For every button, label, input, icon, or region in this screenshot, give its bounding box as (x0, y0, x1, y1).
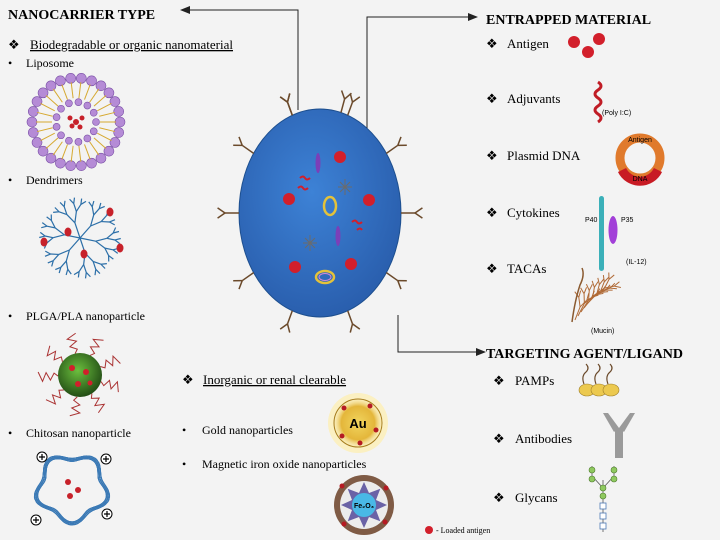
diamond-bullet: ❖ (486, 261, 498, 276)
bullet: • (182, 423, 186, 437)
antigen-icon (568, 33, 605, 58)
chitosan-nanoparticle-icon (30, 451, 113, 526)
bullet: • (8, 173, 12, 187)
plasmid-antigen-label: Antigen (628, 137, 652, 144)
diamond-bullet: ❖ (493, 373, 505, 388)
diamond-bullet: ❖ (486, 36, 498, 51)
plasmid-dna-icon: Antigen DNA (615, 133, 665, 186)
taca-note: (Mucin) (591, 328, 614, 335)
glycans-label: Glycans (515, 490, 558, 505)
entrapped-heading: ENTRAPPED MATERIAL (486, 13, 651, 28)
glycan-icon (588, 466, 618, 532)
adjuvant-rna-icon (593, 80, 603, 124)
inorganic-heading: Inorganic or renal clearable (203, 372, 346, 387)
antigen-label: Antigen (507, 36, 549, 51)
diamond-bullet: ❖ (486, 148, 498, 163)
plasmid-dna-tag: DNA (633, 176, 648, 183)
dendrimers-label: Dendrimers (26, 173, 83, 187)
bullet: • (182, 457, 186, 471)
cytokine-note: (IL-12) (626, 259, 647, 266)
diamond-bullet: ❖ (182, 372, 194, 387)
diamond-bullet: ❖ (8, 37, 20, 52)
arrow-heads (180, 6, 486, 356)
iron-oxide-nanoparticle-icon: Fe₂O₃ (334, 475, 394, 535)
bullet: • (8, 56, 12, 70)
plasmid-dna-label: Plasmid DNA (507, 148, 581, 163)
adjuvant-note: (Poly I:C) (602, 110, 631, 117)
pamps-label: PAMPs (515, 373, 554, 388)
bullet: • (8, 426, 12, 440)
diamond-bullet: ❖ (486, 205, 498, 220)
chitosan-label: Chitosan nanoparticle (26, 426, 131, 440)
antibody-icon (603, 413, 635, 458)
cytokine-p40: P40 (585, 217, 598, 224)
liposome-icon (26, 73, 126, 171)
liposome-label: Liposome (26, 56, 74, 70)
targeting-heading: TARGETING AGENT/LIGAND (486, 347, 683, 362)
iron-oxide-symbol: Fe₂O₃ (354, 503, 374, 510)
plga-label: PLGA/PLA nanoparticle (26, 309, 145, 323)
gold-label: Gold nanoparticles (202, 423, 293, 437)
gold-symbol: Au (349, 416, 366, 431)
antibodies-label: Antibodies (515, 431, 572, 446)
cytokines-label: Cytokines (507, 205, 560, 220)
legend-loaded-antigen: - Loaded antigen (425, 526, 490, 535)
diamond-bullet: ❖ (486, 91, 498, 106)
diamond-bullet: ❖ (493, 490, 505, 505)
adjuvants-label: Adjuvants (507, 91, 560, 106)
dendrimer-icon (39, 197, 124, 279)
organic-heading: Biodegradable or organic nanomaterial (30, 37, 233, 52)
plga-nanoparticle-icon (37, 332, 121, 417)
diamond-bullet: ❖ (493, 431, 505, 446)
cytokine-p35: P35 (621, 217, 634, 224)
taca-mucin-icon (571, 267, 621, 323)
tacas-label: TACAs (507, 261, 546, 276)
iron-oxide-label: Magnetic iron oxide nanoparticles (202, 457, 367, 471)
central-nanoparticle (217, 90, 423, 333)
svg-text:- Loaded antigen: - Loaded antigen (436, 526, 490, 535)
gold-nanoparticle-icon: Au (328, 393, 388, 453)
bullet: • (8, 309, 12, 323)
pamps-icon (578, 363, 620, 397)
cytokine-il12-icon: P40 P35 (IL-12) (585, 196, 647, 271)
nanocarrier-heading: NANOCARRIER TYPE (8, 8, 155, 23)
